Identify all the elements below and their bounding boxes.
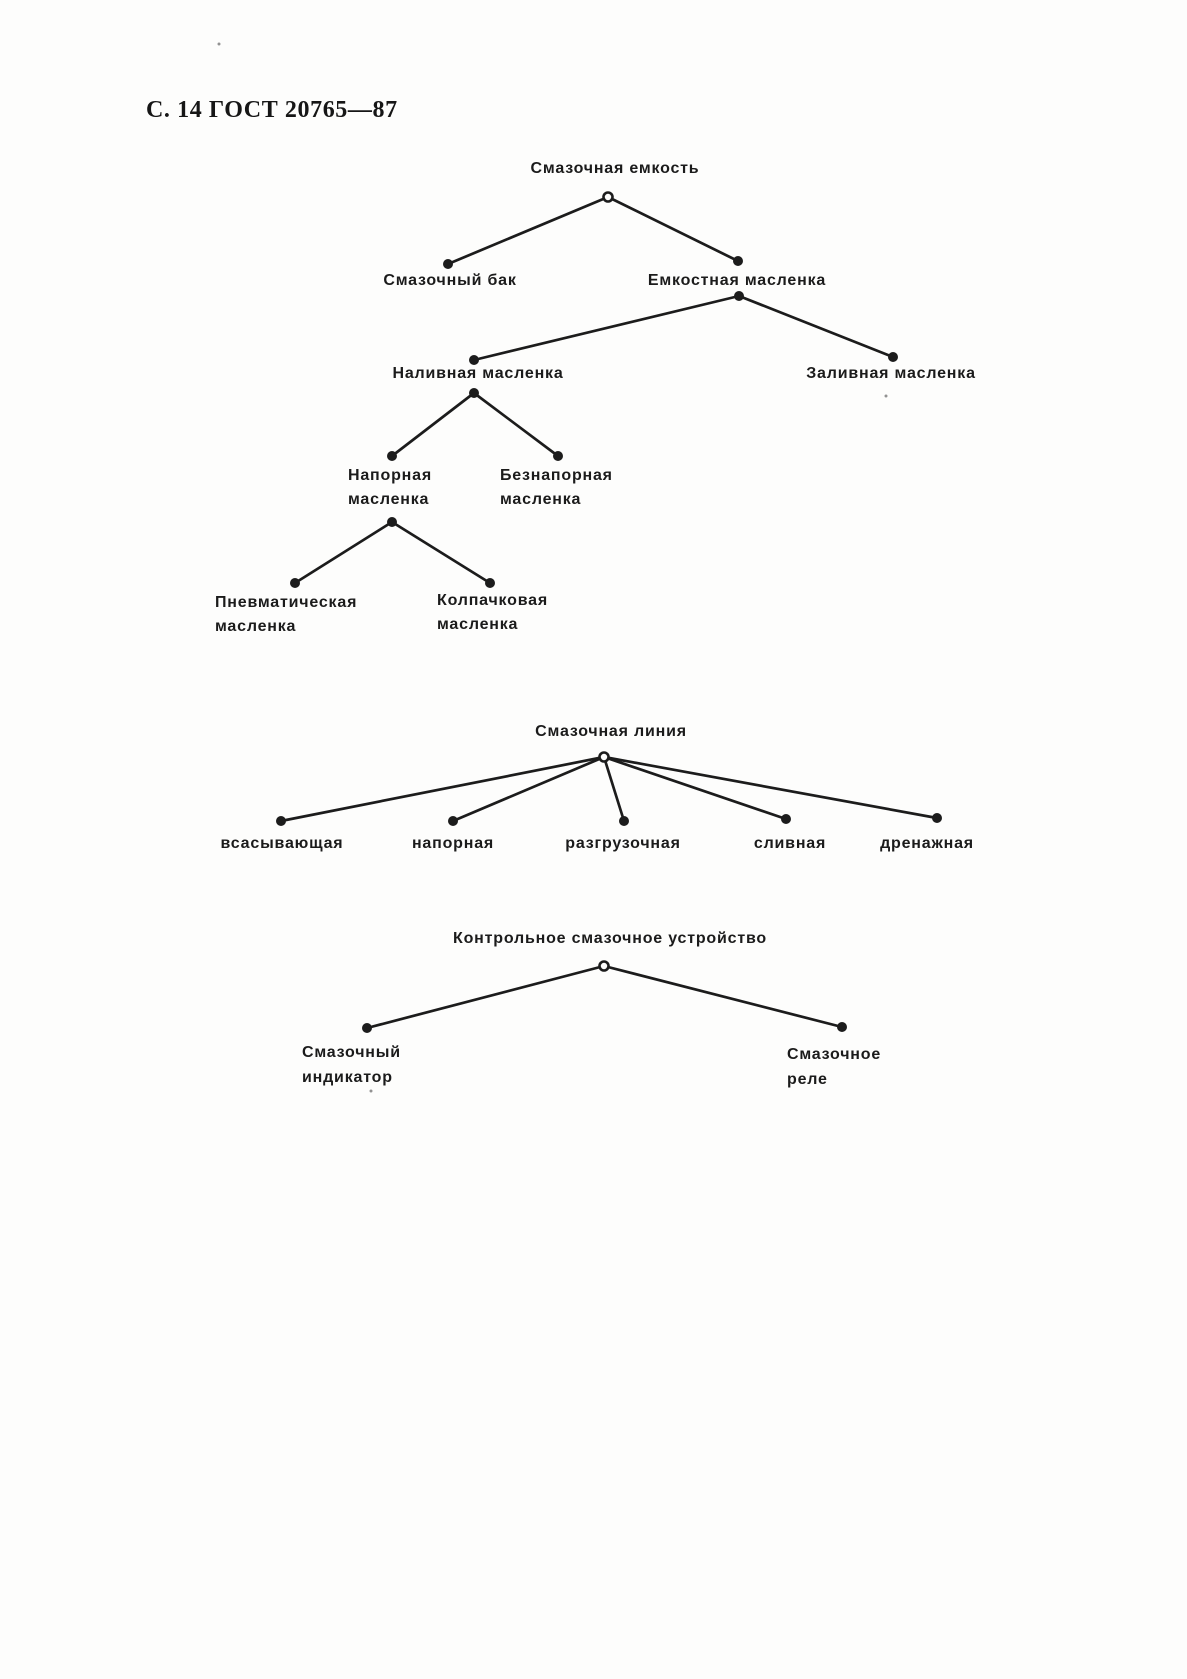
node-dot-nalivnaya-bottom [469,388,479,398]
root-node-circle-liniya [598,751,610,763]
tree1-node-kolpachkovaya-maslenka: Колпачковая масленка [437,589,548,637]
label-line: масленка [500,491,582,508]
label-line: Колпачковая [437,592,548,609]
node-dot-emkostnaya-maslenka-bottom [734,291,744,301]
edge-napornaya-pnevmaticheskaya [293,520,394,585]
node-dot-napornaya-liniya [448,816,458,826]
node-dot-napornaya-top [387,451,397,461]
edge-napornaya-kolpachkovaya [390,520,492,585]
tree2-node-razgruzochnaya: разгрузочная [565,835,681,852]
tree1-node-pnevmaticheskaya-maslenka: Пневматическая масленка [215,591,357,639]
label-line: индикатор [302,1069,393,1086]
node-dot-vsasyvayushchaya [276,816,286,826]
node-dot-rele [837,1022,847,1032]
tree3-node-smazochnoe-rele: Смазочное реле [787,1042,881,1092]
label-line: Напорная [348,467,432,484]
edge-emkostnaya-zalivnaya [737,294,895,359]
tree2-node-drenazhnaya: дренажная [880,835,974,852]
tree1-node-nalivnaya-maslenka: Наливная масленка [392,365,564,382]
edge-nalivnaya-beznapornaya [472,391,560,458]
tree1-root-label: Смазочная емкость [530,160,700,177]
tree1-node-napornaya-maslenka: Напорная масленка [348,464,432,512]
edge-nalivnaya-napornaya [390,391,476,458]
tree1-node-zalivnaya-maslenka: Заливная масленка [806,365,976,382]
root-node-circle-kontrolnoe [598,960,610,972]
edge-emkost-emkostnaya-maslenka [606,195,740,263]
node-dot-beznapornaya [553,451,563,461]
page-header: С. 14 ГОСТ 20765—87 [146,97,398,123]
scan-speck [884,394,888,398]
label-line: масленка [437,616,519,633]
tree1-node-emkostnaya-maslenka: Емкостная масленка [647,272,827,289]
root-node-circle-emkost [602,191,614,203]
scan-speck [369,1089,373,1093]
tree1-node-beznapornaya-maslenka: Безнапорная масленка [500,464,613,512]
tree3-root-label: Контрольное смазочное устройство [453,930,767,947]
tree2-node-vsasyvayushchaya: всасывающая [220,835,344,852]
label-line: Безнапорная [500,467,613,484]
node-dot-indikator [362,1023,372,1033]
tree2-root-label: Смазочная линия [535,723,687,740]
node-dot-kolpachkovaya [485,578,495,588]
scan-speck [217,42,221,46]
node-dot-zalivnaya [888,352,898,362]
label-line: масленка [348,491,430,508]
label-line: Смазочный [302,1044,401,1061]
node-dot-razgruzochnaya [619,816,629,826]
node-dot-smazochny-bak [443,259,453,269]
edge-kontrolnoe-rele [602,964,844,1029]
tree3-node-smazochny-indikator: Смазочный индикатор [302,1040,401,1090]
tree2-node-napornaya: напорная [411,835,495,852]
edge-emkostnaya-nalivnaya [472,294,741,362]
node-dot-pnevmaticheskaya [290,578,300,588]
edge-liniya-vsasyvayushchaya [279,755,606,823]
edge-kontrolnoe-indikator [365,964,606,1030]
label-line: масленка [215,618,297,635]
tree1-node-smazochny-bak: Смазочный бак [383,272,517,289]
node-dot-napornaya-bottom [387,517,397,527]
label-line: Пневматическая [215,594,358,611]
node-dot-nalivnaya-top [469,355,479,365]
node-dot-emkostnaya-maslenka-top [733,256,743,266]
label-line: Смазочное [787,1046,882,1063]
edge-liniya-napornaya [451,755,606,823]
edge-liniya-drenazhnaya [602,755,939,820]
tree2-node-slivnaya: сливная [753,835,827,852]
edge-emkost-smazochny-bak [446,195,610,266]
edge-liniya-razgruzochnaya [602,755,626,823]
label-line: реле [787,1071,828,1088]
node-dot-slivnaya [781,814,791,824]
node-dot-drenazhnaya [932,813,942,823]
edge-liniya-slivnaya [602,755,788,821]
